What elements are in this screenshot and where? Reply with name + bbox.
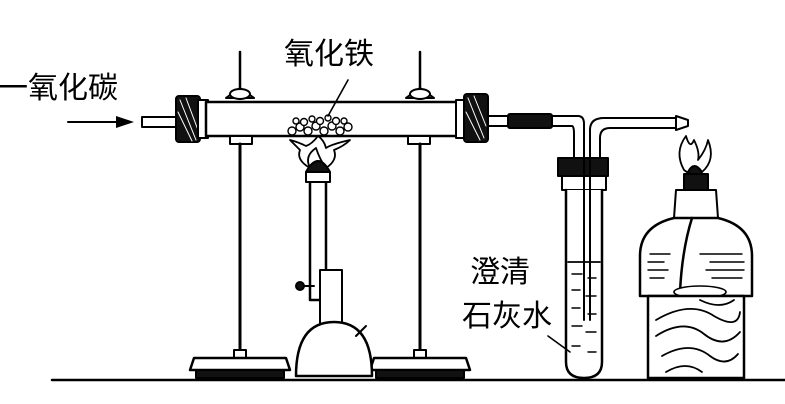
outlet-tube <box>487 115 511 127</box>
right-iron-stand <box>368 142 472 379</box>
iron-oxide-label: 氧化铁 <box>284 37 374 72</box>
limewater-label-line1: 澄清 <box>470 255 530 290</box>
flame-icon <box>289 135 351 169</box>
left-stopper <box>175 95 209 143</box>
right-clamp <box>405 50 435 145</box>
bunsen-burner <box>289 135 374 378</box>
right-stopper <box>455 93 489 143</box>
limewater-pointer <box>547 335 571 353</box>
alcohol-lamp <box>638 135 754 380</box>
left-iron-stand <box>188 142 292 379</box>
iron-oxide-pointer <box>327 79 349 117</box>
exhaust-tube <box>589 117 677 159</box>
limewater-label-line2: 石灰水 <box>462 299 552 334</box>
reaction-tube <box>204 100 460 138</box>
left-clamp <box>225 50 255 145</box>
rubber-connector <box>507 113 553 129</box>
carbon-monoxide-label: 一氧化碳 <box>0 71 118 106</box>
exhaust-nozzle <box>675 115 689 131</box>
co-flow-arrow-icon <box>67 116 134 128</box>
iron-oxide-powder <box>287 114 353 136</box>
delivery-tube <box>551 115 585 159</box>
limewater-test-tube <box>547 157 609 380</box>
inlet-tube <box>141 116 179 128</box>
